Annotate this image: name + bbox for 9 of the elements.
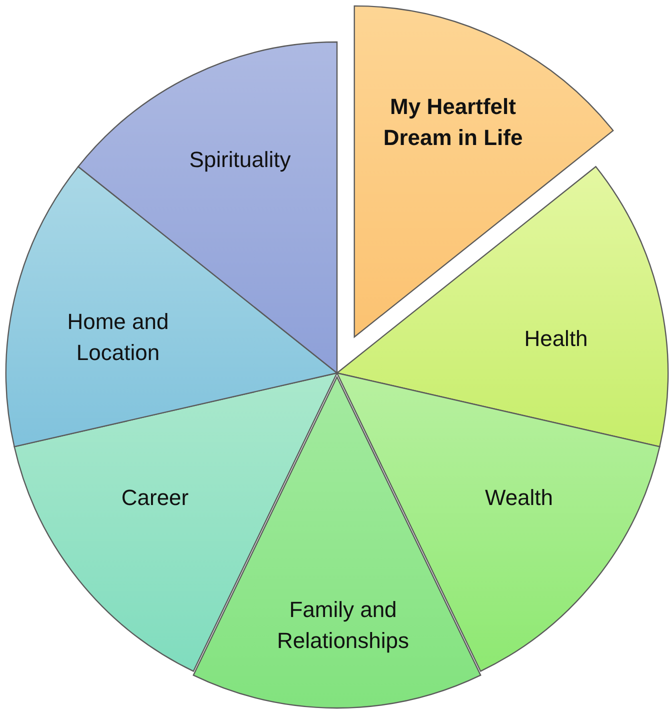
slice-label: Career bbox=[120, 484, 190, 512]
slice-label: My Heartfelt Dream in Life bbox=[382, 93, 524, 152]
slice-label: Home and Location bbox=[66, 308, 170, 367]
slice-label: Health bbox=[523, 324, 589, 353]
pie-slice bbox=[336, 166, 668, 448]
slice-label: Family and Relationships bbox=[276, 596, 410, 655]
slice-label: Wealth bbox=[484, 484, 554, 512]
slice-label: Spirituality bbox=[188, 146, 292, 174]
pie-slice bbox=[192, 376, 482, 708]
